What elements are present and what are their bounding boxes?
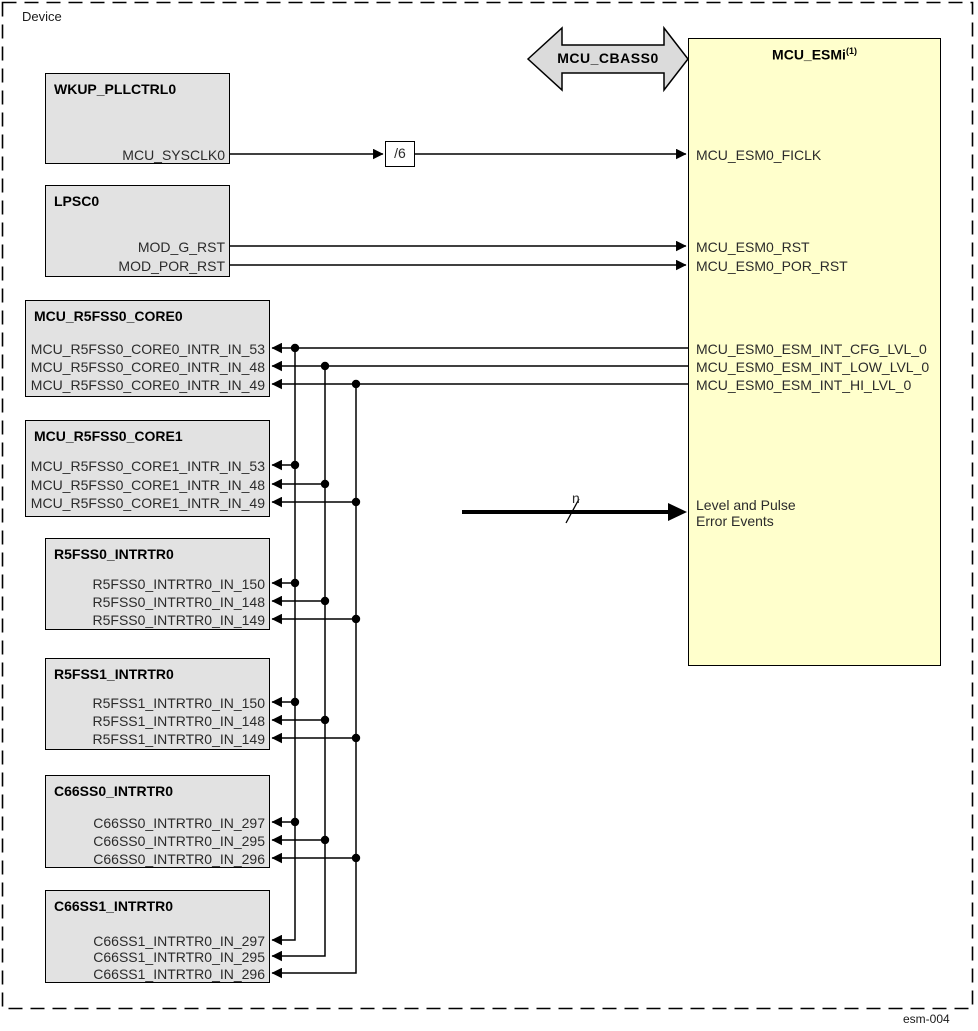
port-intr-in: R5FSS0_INTRTR0_IN_149 (92, 612, 265, 628)
block-title: MCU_R5FSS0_CORE0 (34, 308, 183, 324)
event-bus-arrowhead (668, 503, 687, 521)
port-intr-in: R5FSS0_INTRTR0_IN_148 (92, 594, 265, 610)
port-intr-in: R5FSS1_INTRTR0_IN_148 (92, 713, 265, 729)
block-title: C66SS0_INTRTR0 (54, 783, 174, 799)
esm-port-por-rst: MCU_ESM0_POR_RST (696, 258, 848, 274)
port-mod-por-rst: MOD_POR_RST (118, 258, 225, 274)
port-intr-in: MCU_R5FSS0_CORE1_INTR_IN_49 (30, 495, 265, 511)
rail-int-cfg (271, 348, 296, 946)
port-mod-g-rst: MOD_G_RST (137, 239, 225, 255)
port-intr-in: C66SS1_INTRTR0_IN_295 (93, 949, 265, 965)
port-intr-in: MCU_R5FSS0_CORE0_INTR_IN_49 (30, 377, 265, 393)
port-intr-in: C66SS0_INTRTR0_IN_296 (93, 851, 265, 867)
esm-port-int-cfg: MCU_ESM0_ESM_INT_CFG_LVL_0 (696, 341, 927, 357)
block-title: R5FSS0_INTRTR0 (54, 546, 174, 562)
esm-title-text: MCU_ESMi (772, 46, 846, 63)
esm-title: MCU_ESMi(1) (689, 46, 940, 63)
block-r5fss0-intrtr0: R5FSS0_INTRTR0 R5FSS0_INTRTR0_IN_150 R5F… (45, 538, 270, 630)
block-wkup-pllctrl0: WKUP_PLLCTRL0 MCU_SYSCLK0 (45, 73, 230, 164)
esm-port-rst: MCU_ESM0_RST (696, 239, 810, 255)
port-intr-in: C66SS0_INTRTR0_IN_297 (93, 815, 265, 831)
esm-event-note-line1: Level and Pulse (696, 497, 796, 513)
block-mcu-r5fss0-core1: MCU_R5FSS0_CORE1 MCU_R5FSS0_CORE1_INTR_I… (25, 420, 270, 517)
clock-divider-box: /6 (385, 141, 415, 167)
port-intr-in: R5FSS1_INTRTR0_IN_150 (92, 695, 265, 711)
device-boundary-label: Device (22, 9, 62, 24)
rail-int-low (271, 366, 326, 962)
block-mcu-r5fss0-core0: MCU_R5FSS0_CORE0 MCU_R5FSS0_CORE0_INTR_I… (25, 300, 270, 397)
block-c66ss0-intrtr0: C66SS0_INTRTR0 C66SS0_INTRTR0_IN_297 C66… (45, 775, 270, 868)
port-intr-in: R5FSS1_INTRTR0_IN_149 (92, 731, 265, 747)
block-title: WKUP_PLLCTRL0 (54, 81, 177, 97)
block-lpsc0: LPSC0 MOD_G_RST MOD_POR_RST (45, 185, 230, 277)
port-intr-in: C66SS1_INTRTR0_IN_297 (93, 933, 265, 949)
bus-label: MCU_CBASS0 (557, 50, 659, 66)
port-intr-in: MCU_R5FSS0_CORE0_INTR_IN_48 (30, 359, 265, 375)
figure-id: esm-004 (903, 1012, 950, 1026)
esm-title-footnote: (1) (845, 46, 857, 56)
block-r5fss1-intrtr0: R5FSS1_INTRTR0 R5FSS1_INTRTR0_IN_150 R5F… (45, 658, 270, 750)
port-intr-in: C66SS0_INTRTR0_IN_295 (93, 833, 265, 849)
junction-dots (290, 343, 361, 863)
port-intr-in: R5FSS0_INTRTR0_IN_150 (92, 576, 265, 592)
bus-width-label: n (572, 490, 580, 506)
esm-port-int-low: MCU_ESM0_ESM_INT_LOW_LVL_0 (696, 359, 930, 375)
block-title: C66SS1_INTRTR0 (54, 898, 174, 914)
block-mcu-esm: MCU_ESMi(1) MCU_ESM0_FICLK MCU_ESM0_RST … (688, 38, 941, 666)
rail-int-hi (271, 384, 357, 979)
port-intr-in: C66SS1_INTRTR0_IN_296 (93, 966, 265, 982)
port-intr-in: MCU_R5FSS0_CORE1_INTR_IN_48 (30, 477, 265, 493)
port-mcu-sysclk0: MCU_SYSCLK0 (122, 147, 225, 163)
block-title: MCU_R5FSS0_CORE1 (34, 428, 183, 444)
esm-port-int-hi: MCU_ESM0_ESM_INT_HI_LVL_0 (696, 377, 912, 393)
esm-port-ficlk: MCU_ESM0_FICLK (696, 147, 822, 163)
port-intr-in: MCU_R5FSS0_CORE0_INTR_IN_53 (30, 341, 265, 357)
block-title: R5FSS1_INTRTR0 (54, 666, 174, 682)
esm-event-note-line2: Error Events (696, 513, 774, 529)
esm-event-note: Level and Pulse Error Events (696, 497, 796, 529)
block-c66ss1-intrtr0: C66SS1_INTRTR0 C66SS1_INTRTR0_IN_297 C66… (45, 890, 270, 983)
block-title: LPSC0 (54, 193, 100, 209)
port-intr-in: MCU_R5FSS0_CORE1_INTR_IN_53 (30, 458, 265, 474)
